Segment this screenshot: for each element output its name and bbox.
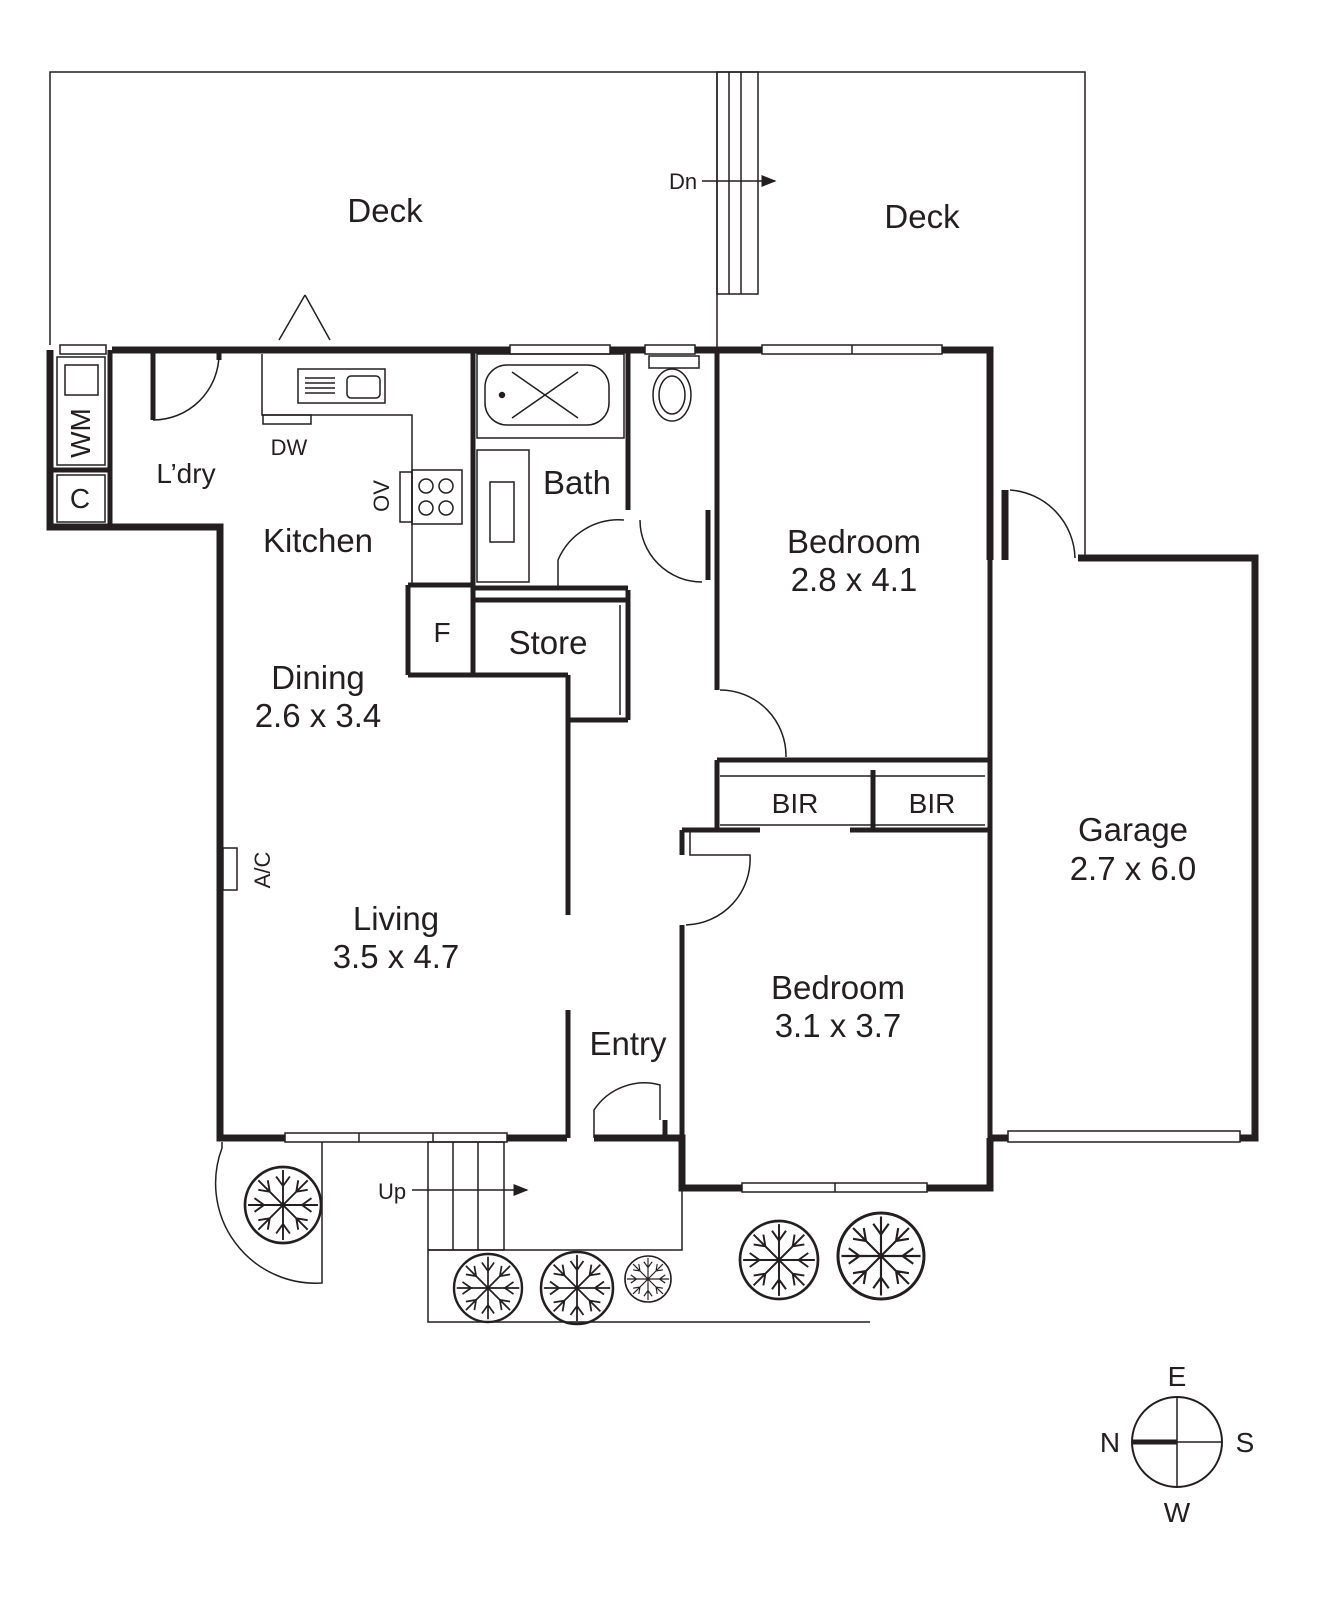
- exterior-walls: [46, 346, 1259, 1192]
- living-label: Living: [353, 900, 439, 937]
- ac-label: A/C: [250, 852, 275, 889]
- windows: [59, 344, 1241, 1193]
- stairs-down-label: Dn: [669, 169, 697, 194]
- cupboard-label: C: [70, 483, 90, 514]
- garage-label: Garage: [1078, 811, 1188, 848]
- dining-size: 2.6 x 3.4: [255, 697, 382, 734]
- bath-label: Bath: [543, 464, 611, 501]
- doors: [152, 294, 1076, 1138]
- bir-left-label: BIR: [772, 788, 819, 819]
- bir-right-label: BIR: [909, 788, 956, 819]
- living-size: 3.5 x 4.7: [333, 938, 460, 975]
- wm-label: WM: [65, 408, 96, 458]
- deck-right-label: Deck: [884, 198, 960, 235]
- laundry-fixtures: [56, 356, 106, 523]
- deck-left-label: Deck: [347, 192, 423, 229]
- store-label: Store: [509, 624, 588, 661]
- oven-label: OV: [369, 480, 394, 512]
- compass: [1131, 1396, 1223, 1488]
- kitchen-label: Kitchen: [263, 522, 373, 559]
- interior-walls: [50, 350, 993, 1138]
- bedroom2-size: 3.1 x 3.7: [775, 1007, 902, 1044]
- dishwasher-label: DW: [271, 435, 308, 460]
- entry-label: Entry: [589, 1025, 667, 1062]
- deck-stairs: [716, 71, 759, 295]
- bedroom1-size: 2.8 x 4.1: [791, 561, 918, 598]
- bedroom2-label: Bedroom: [771, 969, 905, 1006]
- laundry-label: L’dry: [156, 458, 215, 489]
- front-stairs: [427, 1141, 505, 1251]
- bedroom1-label: Bedroom: [787, 523, 921, 560]
- stairs-up-label: Up: [378, 1179, 406, 1204]
- bath-fixtures: [476, 353, 700, 583]
- bir-rails: [720, 775, 985, 826]
- compass-south: S: [1236, 1427, 1255, 1458]
- garage-size: 2.7 x 6.0: [1070, 850, 1197, 887]
- compass-north: N: [1100, 1427, 1120, 1458]
- kitchen-fixtures: [261, 354, 463, 585]
- garden-beds: [214, 1142, 870, 1323]
- compass-east: E: [1168, 1361, 1187, 1392]
- dining-label: Dining: [271, 659, 365, 696]
- compass-west: W: [1164, 1497, 1191, 1528]
- fridge-label: F: [433, 617, 450, 648]
- ac-unit: [222, 847, 238, 891]
